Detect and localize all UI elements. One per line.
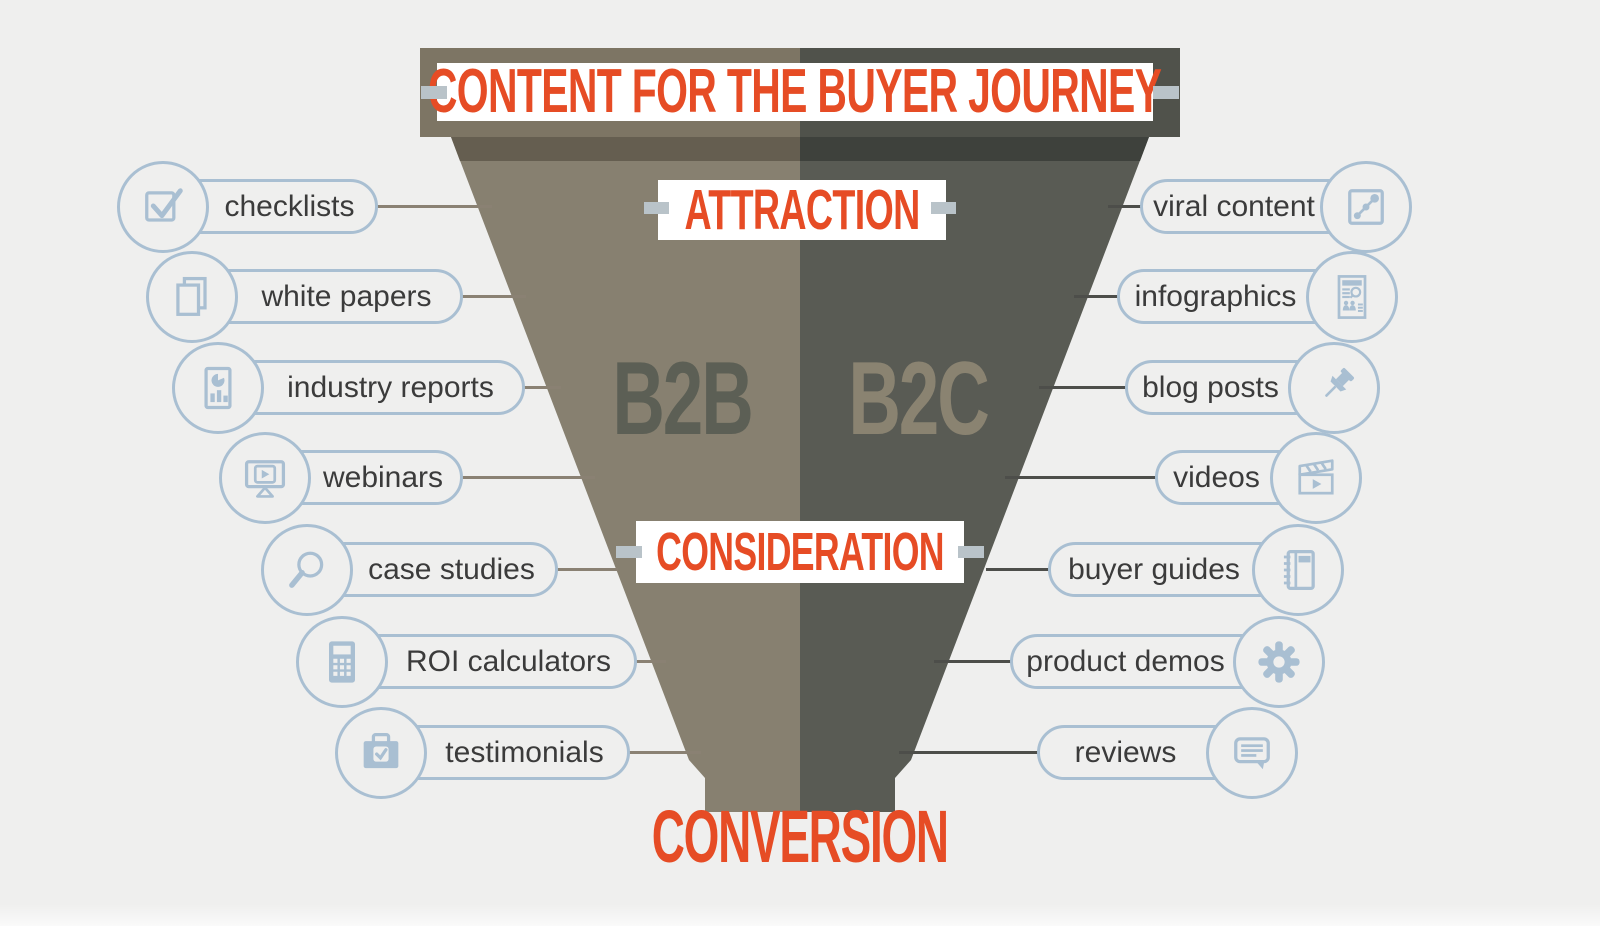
chat-bubble-icon xyxy=(1234,737,1270,770)
funnel-body-left xyxy=(451,137,800,812)
item-checklists: checklists xyxy=(117,161,378,253)
title-tab-left xyxy=(421,86,447,99)
gear-icon xyxy=(1258,641,1300,683)
monitor-play-icon xyxy=(244,460,286,498)
item-label: product demos xyxy=(1026,644,1225,678)
funnel-body-right xyxy=(800,137,1149,812)
item-pill: industry reports xyxy=(218,360,525,415)
item-icon-circle xyxy=(1306,251,1398,343)
report-icon xyxy=(204,366,232,410)
funnel-shade-right xyxy=(800,137,1149,161)
item-icon-circle xyxy=(219,432,311,524)
attraction-band: ATTRACTION xyxy=(658,180,946,240)
item-icon-circle xyxy=(296,616,388,708)
conversion-label-wrap: CONVERSION xyxy=(0,800,1600,874)
connector-line xyxy=(457,295,526,298)
item-label: ROI calculators xyxy=(405,644,612,678)
calculator-icon xyxy=(329,641,355,683)
item-white-papers: white papers xyxy=(146,251,463,343)
item-icon-circle xyxy=(1320,161,1412,253)
page-title: CONTENT FOR THE BUYER JOURNEY xyxy=(428,57,1162,126)
b2b-label: B2B xyxy=(612,341,753,457)
papers-icon xyxy=(176,276,207,316)
item-label: webinars xyxy=(322,460,444,494)
connector-line xyxy=(934,660,1016,663)
title-tab-right xyxy=(1153,86,1179,99)
item-label: blog posts xyxy=(1142,370,1279,404)
clapperboard-icon xyxy=(1298,459,1334,495)
connector-line xyxy=(631,660,666,663)
item-icon-circle xyxy=(172,342,264,434)
item-icon-circle xyxy=(146,251,238,343)
item-label: testimonials xyxy=(445,735,604,769)
item-pill: buyer guides xyxy=(1048,542,1298,597)
infographic-icon xyxy=(1337,275,1367,319)
briefcase-check-icon xyxy=(363,732,399,769)
funnel-shade-left xyxy=(451,137,800,161)
item-icon-circle xyxy=(1206,707,1298,799)
item-icon-circle xyxy=(117,161,209,253)
attraction-tab-right xyxy=(931,202,956,214)
consideration-label: CONSIDERATION xyxy=(656,522,944,582)
item-icon-circle xyxy=(1252,524,1344,616)
item-label: industry reports xyxy=(287,370,494,404)
connector-line xyxy=(899,751,1043,754)
item-infographics: infographics xyxy=(1117,251,1398,343)
item-pill: ROI calculators xyxy=(342,634,637,689)
item-roi-calculators: ROI calculators xyxy=(296,616,637,708)
connector-line xyxy=(1039,386,1131,389)
item-webinars: webinars xyxy=(219,432,463,524)
item-reviews: reviews xyxy=(1037,707,1298,799)
pushpin-icon xyxy=(1325,367,1355,397)
magnifier-icon xyxy=(289,551,324,588)
item-icon-circle xyxy=(1270,432,1362,524)
item-label: buyer guides xyxy=(1068,552,1240,586)
item-label: reviews xyxy=(1074,735,1177,769)
item-icon-circle xyxy=(1233,616,1325,708)
connector-line xyxy=(519,386,561,389)
item-videos: videos xyxy=(1155,432,1362,524)
attraction-tab-left xyxy=(644,202,669,214)
title-band: CONTENT FOR THE BUYER JOURNEY xyxy=(428,61,1162,123)
consideration-tab-left xyxy=(616,546,642,558)
connector-line xyxy=(1108,205,1146,208)
item-blog-posts: blog posts xyxy=(1125,342,1380,434)
item-testimonials: testimonials xyxy=(335,707,630,799)
connector-line xyxy=(552,568,618,571)
b2c-label: B2C xyxy=(848,341,989,457)
item-industry-reports: industry reports xyxy=(172,342,525,434)
item-label: checklists xyxy=(224,189,355,223)
attraction-label: ATTRACTION xyxy=(684,177,920,242)
conversion-label: CONVERSION xyxy=(651,795,949,878)
item-label: case studies xyxy=(368,552,535,586)
bottom-fade xyxy=(0,904,1600,926)
notebook-icon xyxy=(1283,549,1315,591)
checkbox-icon xyxy=(145,188,183,222)
consideration-band: CONSIDERATION xyxy=(636,521,964,583)
item-viral-content: viral content xyxy=(1140,161,1412,253)
item-product-demos: product demos xyxy=(1010,616,1325,708)
consideration-tab-right xyxy=(958,546,984,558)
connector-line xyxy=(372,205,492,208)
item-icon-circle xyxy=(335,707,427,799)
item-label: videos xyxy=(1173,460,1260,494)
connector-line xyxy=(457,476,595,479)
item-icon-circle xyxy=(1288,342,1380,434)
connector-line xyxy=(986,568,1054,571)
item-case-studies: case studies xyxy=(261,524,558,616)
trend-chart-icon xyxy=(1348,189,1384,225)
item-label: white papers xyxy=(261,279,432,313)
connector-line xyxy=(1074,295,1123,298)
connector-line xyxy=(624,751,701,754)
connector-line xyxy=(1005,476,1161,479)
item-label: infographics xyxy=(1134,279,1297,313)
item-label: viral content xyxy=(1153,189,1315,223)
item-buyer-guides: buyer guides xyxy=(1048,524,1344,616)
item-icon-circle xyxy=(261,524,353,616)
